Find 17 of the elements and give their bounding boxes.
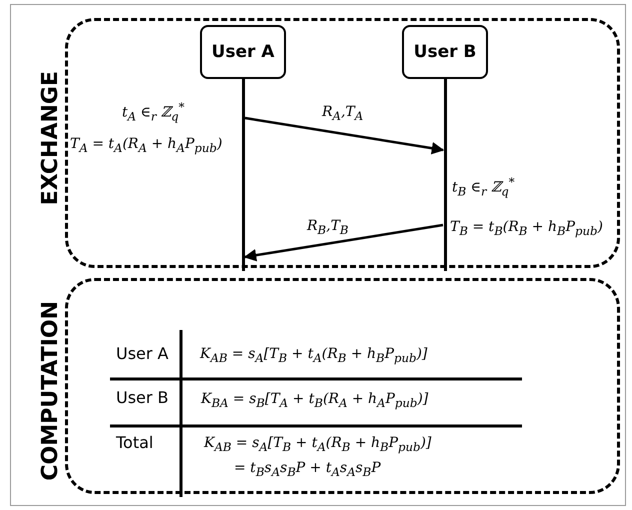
section-heading: EXCHANGE	[38, 71, 63, 206]
equation: K$_{AB}$ = s$_{A}$[T$_{B}$ + t$_{A}$(R$_{B}$ + h$_{B}$P$_{pub}$)]	[200, 346, 428, 365]
row-header: Total	[116, 433, 154, 452]
section-heading: COMPUTATION	[38, 301, 63, 481]
equation: K$_{AB}$ = s$_{A}$[T$_{B}$ + t$_{A}$(R$_{B}$ + h$_{B}$P$_{pub}$)]	[204, 435, 432, 454]
participant-box: User B	[402, 25, 488, 79]
arrow	[244, 116, 444, 154]
edge-label: R$_{A}$,T$_{A}$	[320, 104, 366, 123]
row-header: User A	[116, 344, 168, 363]
equation: T$_{B}$ = t$_{B}$(R$_{B}$ + h$_{B}$P$_{pub}$)	[450, 219, 603, 238]
equation: T$_{A}$ = t$_{A}$(R$_{A}$ + h$_{A}$P$_{pub}$)	[70, 136, 222, 155]
equation: = t$_{B}$s$_{A}$s$_{B}$P + t$_{A}$s$_{A}$s$_{B}$P	[234, 460, 381, 479]
equation: K$_{BA}$ = s$_{B}$[T$_{A}$ + t$_{B}$(R$_{A}$ + h$_{A}$P$_{pub}$)]	[201, 391, 428, 410]
arrow	[244, 224, 444, 262]
row-header: User B	[116, 388, 169, 407]
participant-box: User A	[200, 25, 286, 79]
edge-label: R$_{B}$,T$_{B}$	[305, 218, 350, 237]
